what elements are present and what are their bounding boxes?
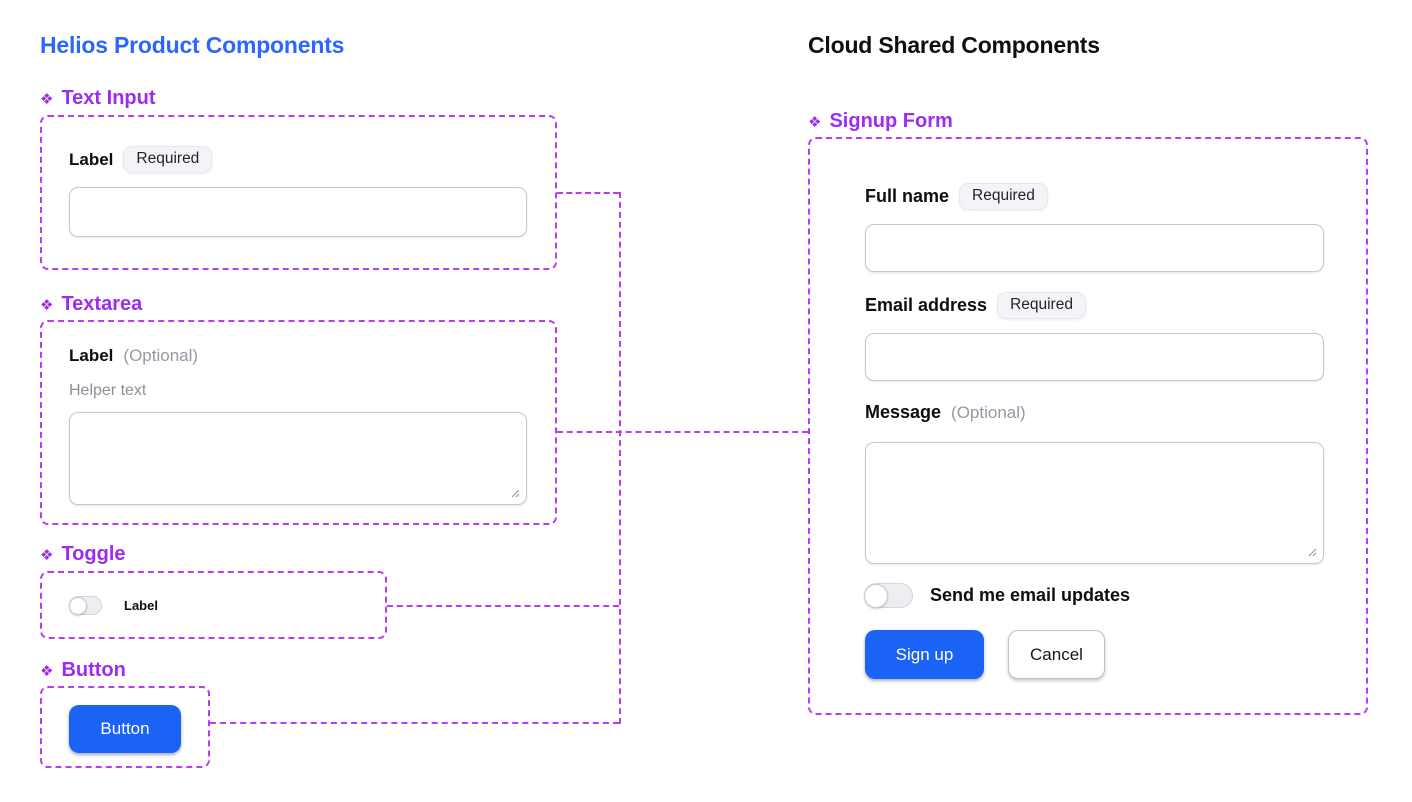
component-label-toggle: ❖ Toggle <box>40 543 126 566</box>
updates-toggle-switch[interactable] <box>864 583 913 608</box>
component-icon: ❖ <box>40 91 54 108</box>
textarea-wrap <box>69 412 527 505</box>
field-label: Email address <box>865 295 988 315</box>
toggle-label: Label <box>124 598 158 613</box>
field-label: Label <box>69 346 114 365</box>
connector-textarea <box>557 431 808 433</box>
message-textarea-wrap <box>865 442 1324 564</box>
component-label-signup-form: ❖ Signup Form <box>808 110 953 133</box>
textarea-label-row: Label (Optional) <box>69 346 198 366</box>
connector-trunk <box>619 192 621 724</box>
email-input[interactable] <box>865 333 1324 381</box>
text-input-label-row: Label Required <box>69 146 213 173</box>
button-frame: Button <box>40 686 210 768</box>
component-icon: ❖ <box>808 114 822 131</box>
component-icon: ❖ <box>40 663 54 680</box>
component-name: Textarea <box>61 293 143 315</box>
field-label: Label <box>69 149 114 169</box>
component-name: Signup Form <box>829 110 953 132</box>
toggle-row: Label <box>69 596 158 615</box>
toggle-knob <box>864 583 888 608</box>
updates-toggle-label: Send me email updates <box>930 585 1131 605</box>
textarea-field[interactable] <box>69 412 527 505</box>
component-name: Toggle <box>61 543 126 565</box>
required-badge: Required <box>997 292 1086 319</box>
toggle-switch[interactable] <box>69 596 102 615</box>
connector-toggle <box>387 605 619 607</box>
field-label: Message <box>865 402 942 422</box>
connector-text-input <box>557 192 619 194</box>
email-label-row: Email address Required <box>865 292 1086 319</box>
full-name-label-row: Full name Required <box>865 183 1048 210</box>
updates-toggle-row: Send me email updates <box>864 583 1130 608</box>
component-name: Button <box>61 659 126 681</box>
full-name-input[interactable] <box>865 224 1324 272</box>
textarea-frame: Label (Optional) Helper text <box>40 320 557 525</box>
component-icon: ❖ <box>40 297 54 314</box>
required-badge: Required <box>959 183 1048 210</box>
optional-hint: (Optional) <box>123 346 199 365</box>
helper-text: Helper text <box>69 382 147 399</box>
signup-form-frame: Full name Required Email address Require… <box>808 137 1368 715</box>
component-label-button: ❖ Button <box>40 659 126 682</box>
cloud-title: Cloud Shared Components <box>808 32 1100 58</box>
sample-button[interactable]: Button <box>69 705 181 753</box>
message-textarea[interactable] <box>865 442 1324 564</box>
text-input-frame: Label Required <box>40 115 557 270</box>
component-label-text-input: ❖ Text Input <box>40 87 156 110</box>
message-label-row: Message (Optional) <box>865 402 1026 423</box>
field-label: Full name <box>865 186 950 206</box>
text-input-field[interactable] <box>69 187 527 237</box>
cancel-button[interactable]: Cancel <box>1008 630 1105 679</box>
component-label-textarea: ❖ Textarea <box>40 293 142 316</box>
connector-button <box>210 722 619 724</box>
optional-hint: (Optional) <box>951 402 1026 422</box>
component-icon: ❖ <box>40 547 54 564</box>
toggle-frame: Label <box>40 571 387 639</box>
helios-title: Helios Product Components <box>40 32 345 58</box>
toggle-knob <box>69 596 87 615</box>
component-name: Text Input <box>61 87 156 109</box>
required-badge: Required <box>123 146 213 173</box>
sign-up-button[interactable]: Sign up <box>865 630 984 679</box>
